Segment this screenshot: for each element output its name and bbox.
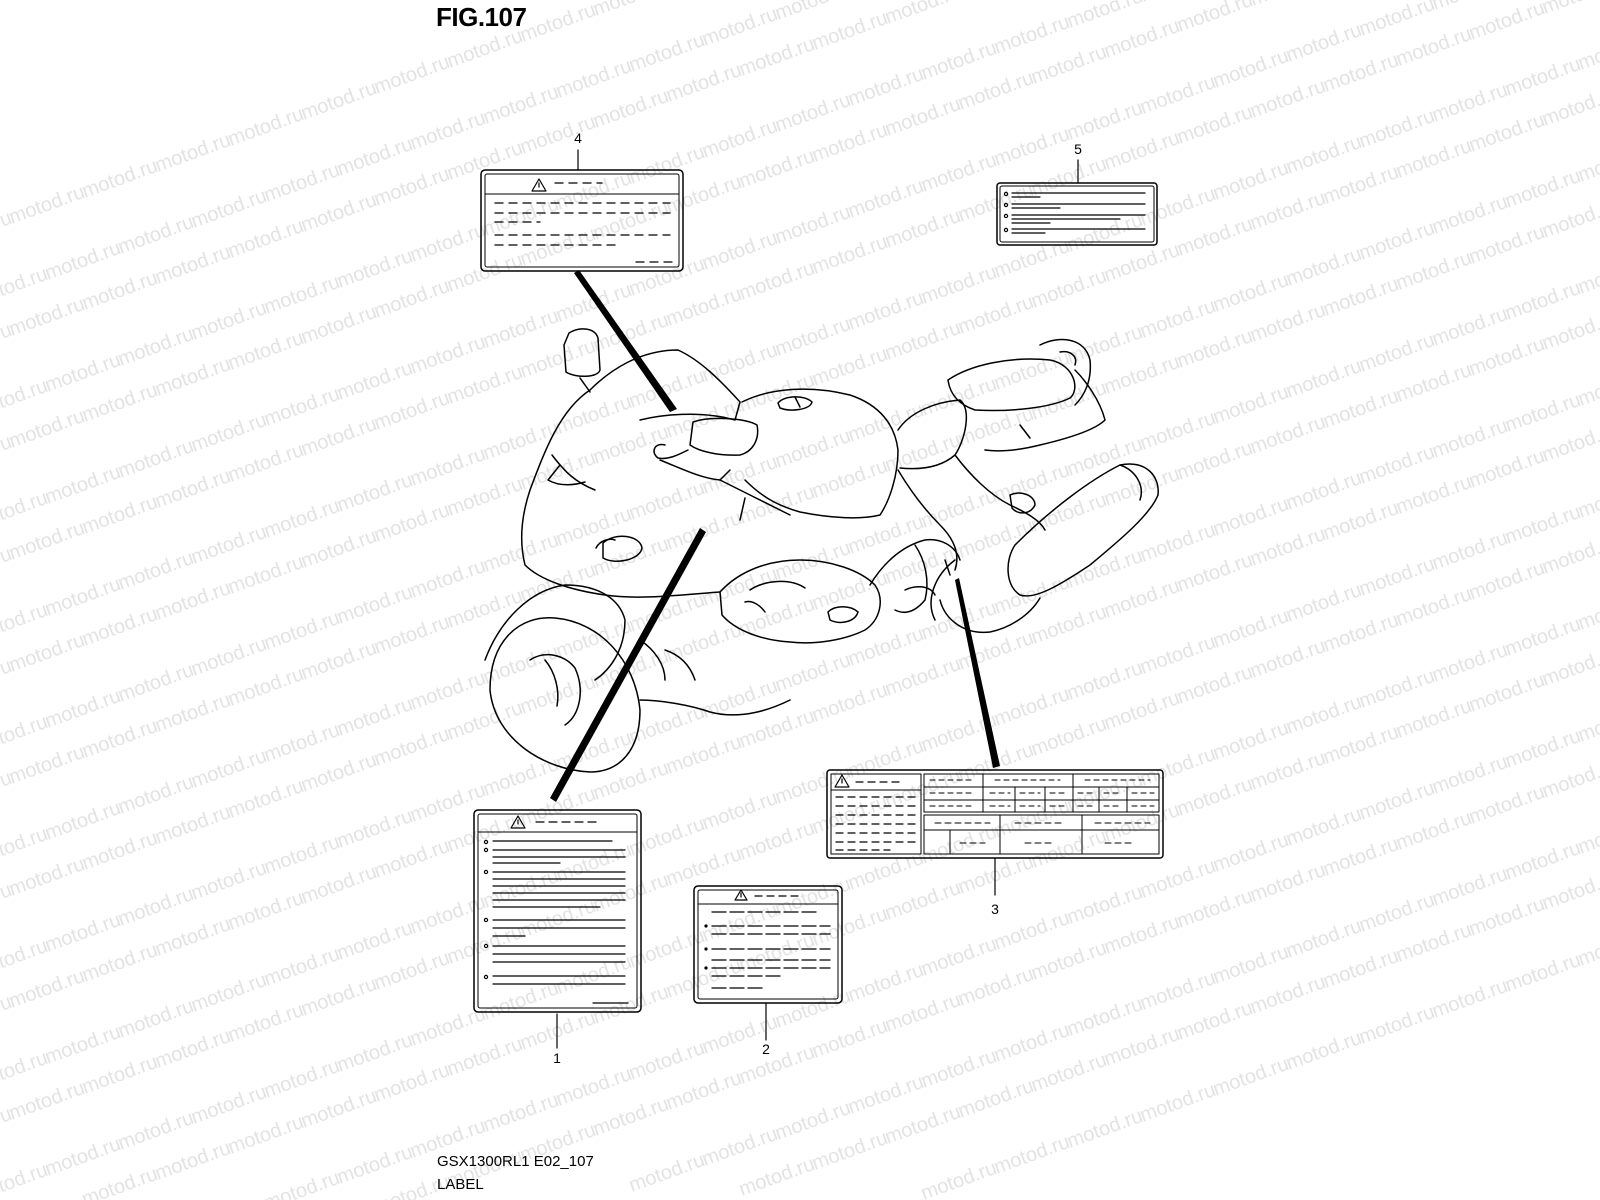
- motorcycle-outline: [484, 328, 1159, 773]
- label-5-illustration: [996, 182, 1158, 246]
- callout-1: 1: [553, 1050, 561, 1066]
- label-4-illustration: [480, 169, 684, 272]
- figure-title: FIG.107: [436, 2, 527, 32]
- label-3-illustration: [826, 769, 1164, 859]
- label-1-illustration: [473, 809, 642, 1013]
- leader-3: [955, 578, 1000, 768]
- group-name: LABEL: [437, 1176, 484, 1193]
- model-code: GSX1300RL1 E02_107: [437, 1153, 594, 1170]
- callout-5: 5: [1074, 141, 1082, 157]
- callout-3: 3: [991, 901, 999, 917]
- leader-lines: [550, 270, 1000, 802]
- label-2-illustration: [693, 885, 843, 1004]
- callout-2: 2: [762, 1041, 770, 1057]
- leader-1: [550, 528, 706, 802]
- callout-4: 4: [574, 130, 582, 146]
- leader-4: [574, 270, 677, 412]
